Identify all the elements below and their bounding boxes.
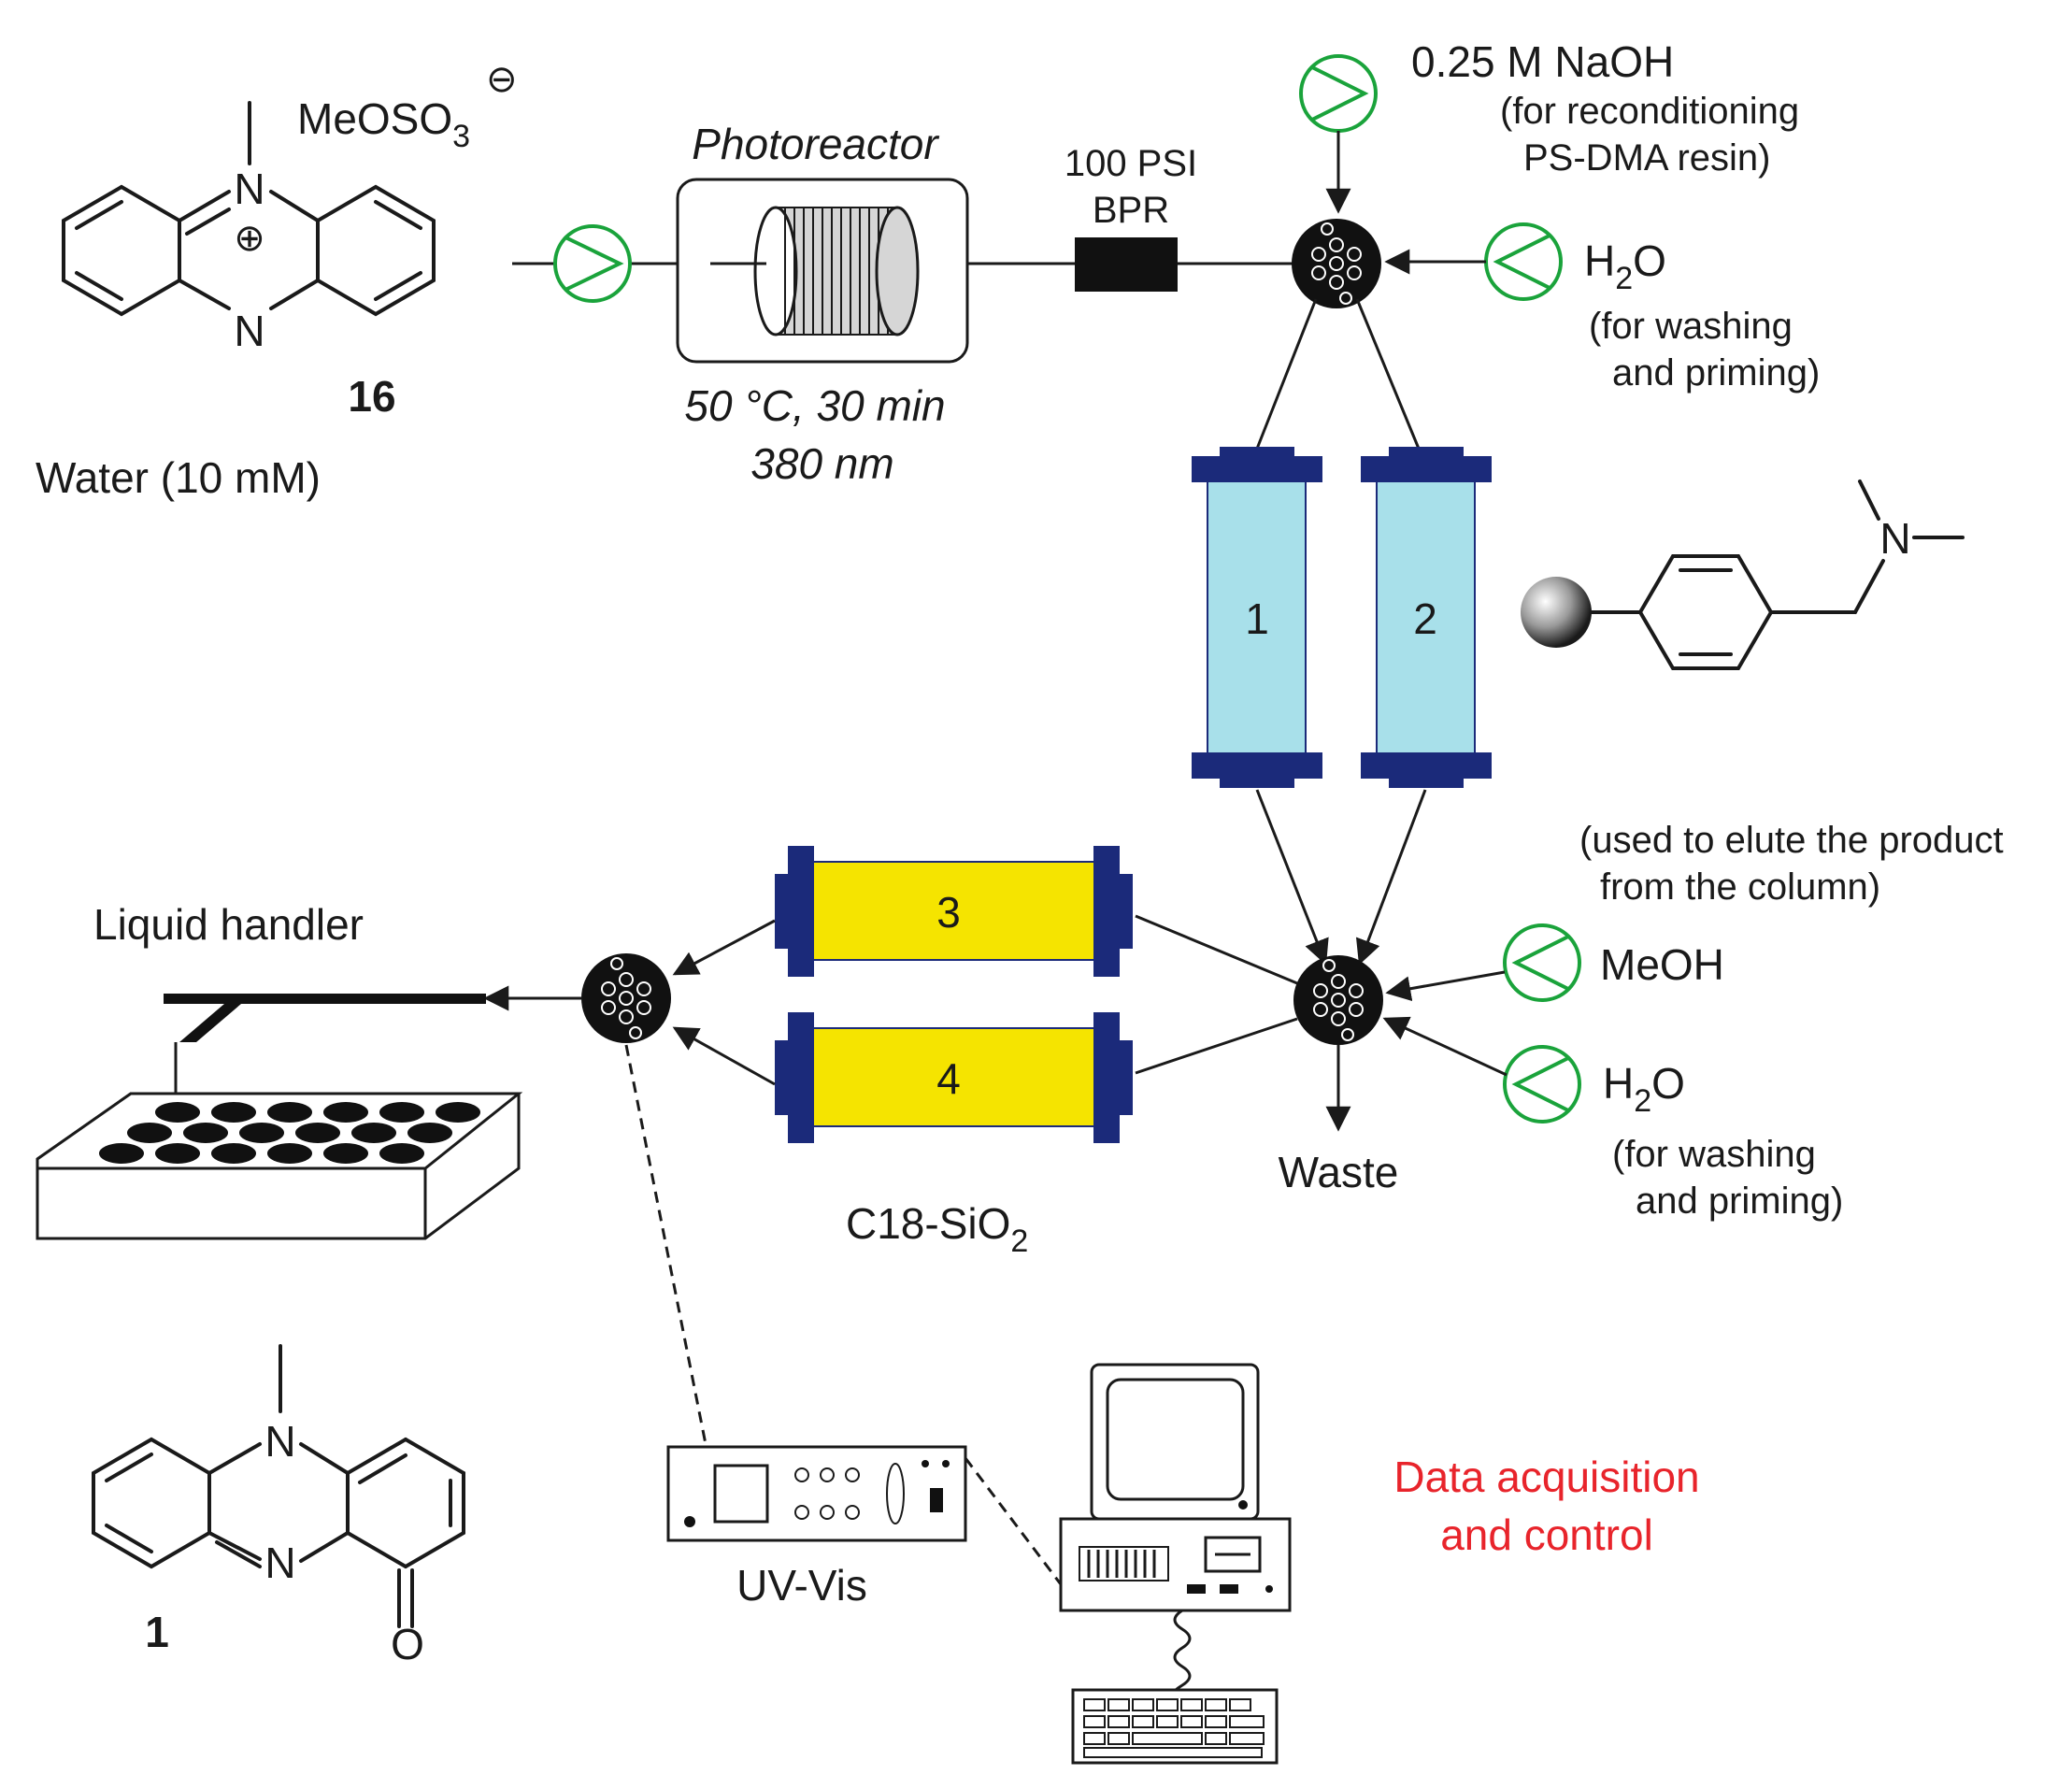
water-top-pump-icon bbox=[1484, 222, 1563, 301]
naoh-note-2: PS-DMA resin) bbox=[1523, 137, 1771, 179]
resin-bead-icon bbox=[1521, 577, 1592, 648]
water-top-note-2: and priming) bbox=[1612, 352, 1820, 394]
photoreactor-conditions-2: 380 nm bbox=[750, 439, 893, 488]
compound-16-n-top: N bbox=[234, 165, 264, 213]
methanol-label: MeOH bbox=[1600, 940, 1724, 989]
computer-icon bbox=[1059, 1363, 1292, 1707]
compound-16-positive-charge: ⊕ bbox=[234, 218, 265, 259]
column-4-label: 4 bbox=[936, 1054, 961, 1103]
bpr-label-2: BPR bbox=[1093, 190, 1169, 231]
uv-vis-detector bbox=[666, 1445, 967, 1542]
valve-to-col1-line bbox=[1255, 298, 1318, 450]
water-top-label: H2O bbox=[1584, 236, 1666, 296]
keyboard-icon bbox=[1071, 1688, 1279, 1765]
feed-pump-icon bbox=[553, 224, 632, 303]
water-bottom-note-1: (for washing bbox=[1612, 1134, 1816, 1175]
compound-1-structure bbox=[92, 1344, 465, 1628]
methanol-pump-icon bbox=[1503, 923, 1581, 1002]
naoh-pump-icon bbox=[1299, 54, 1378, 133]
bpr-label-1: 100 PSI bbox=[1065, 143, 1197, 184]
uv-vis-label: UV-Vis bbox=[736, 1561, 867, 1610]
column-4 bbox=[775, 1012, 1133, 1143]
photoreactor-title: Photoreactor bbox=[692, 120, 939, 168]
bottom-right-selector-valve-icon bbox=[1293, 955, 1383, 1045]
column-1 bbox=[1192, 447, 1322, 788]
valve-to-col3-line bbox=[1135, 914, 1298, 985]
bpr-block bbox=[1075, 237, 1178, 292]
methanol-note-1: (used to elute the product bbox=[1579, 820, 2004, 861]
water-bottom-pump-icon bbox=[1503, 1045, 1581, 1123]
water-bottom-line bbox=[1382, 1016, 1508, 1077]
c18-label: C18-SiO2 bbox=[846, 1199, 1028, 1259]
compound-16-n-bottom: N bbox=[234, 307, 264, 355]
liquid-handler-plate bbox=[36, 994, 523, 1240]
waste-label: Waste bbox=[1279, 1148, 1399, 1196]
counterion-charge: ⊖ bbox=[486, 59, 518, 100]
uvvis-to-computer-dash bbox=[964, 1457, 1063, 1585]
compound-1-number: 1 bbox=[145, 1608, 169, 1656]
naoh-label: 0.25 M NaOH bbox=[1411, 37, 1674, 86]
water-bottom-label: H2O bbox=[1603, 1059, 1685, 1119]
compound-1-n-bottom: N bbox=[264, 1539, 295, 1587]
photoreactor-coil-icon bbox=[710, 206, 920, 336]
column-3 bbox=[775, 846, 1133, 977]
column-3-label: 3 bbox=[936, 888, 961, 937]
methanol-note-2: from the column) bbox=[1600, 866, 1880, 908]
water-bottom-note-2: and priming) bbox=[1636, 1181, 1843, 1222]
naoh-note-1: (for reconditioning bbox=[1500, 91, 1799, 132]
data-acquisition-label-2: and control bbox=[1440, 1510, 1653, 1559]
compound-16-number: 16 bbox=[348, 372, 395, 421]
valve-to-uvvis-dash bbox=[624, 1044, 707, 1445]
resin-n-label: N bbox=[1879, 514, 1910, 563]
solvent-label: Water (10 mM) bbox=[36, 453, 321, 502]
photoreactor-conditions-1: 50 °C, 30 min bbox=[684, 381, 945, 430]
water-top-note-1: (for washing bbox=[1589, 306, 1793, 347]
top-selector-valve-icon bbox=[1292, 219, 1381, 308]
ps-dma-structure bbox=[1590, 479, 1965, 670]
col4-to-valve-line bbox=[672, 1026, 776, 1086]
methanol-line bbox=[1385, 970, 1506, 1002]
valve-to-col4-line bbox=[1135, 1017, 1298, 1075]
col3-to-valve-line bbox=[672, 919, 776, 976]
column-2-label: 2 bbox=[1413, 594, 1437, 643]
data-acquisition-label-1: Data acquisition bbox=[1393, 1453, 1699, 1501]
valve-to-col2-line bbox=[1355, 298, 1421, 450]
compound-1-oxygen: O bbox=[391, 1620, 424, 1668]
compound-1-n-top: N bbox=[264, 1417, 295, 1466]
counterion-label: MeOSO3 bbox=[297, 94, 470, 154]
col2-to-valve-line bbox=[1355, 789, 1427, 966]
col1-to-valve-line bbox=[1255, 789, 1329, 966]
column-2 bbox=[1361, 447, 1492, 788]
column-1-label: 1 bbox=[1245, 594, 1269, 643]
liquid-handler-label: Liquid handler bbox=[93, 900, 364, 949]
compound-16-structure bbox=[62, 101, 436, 317]
left-selector-valve-icon bbox=[581, 953, 671, 1043]
